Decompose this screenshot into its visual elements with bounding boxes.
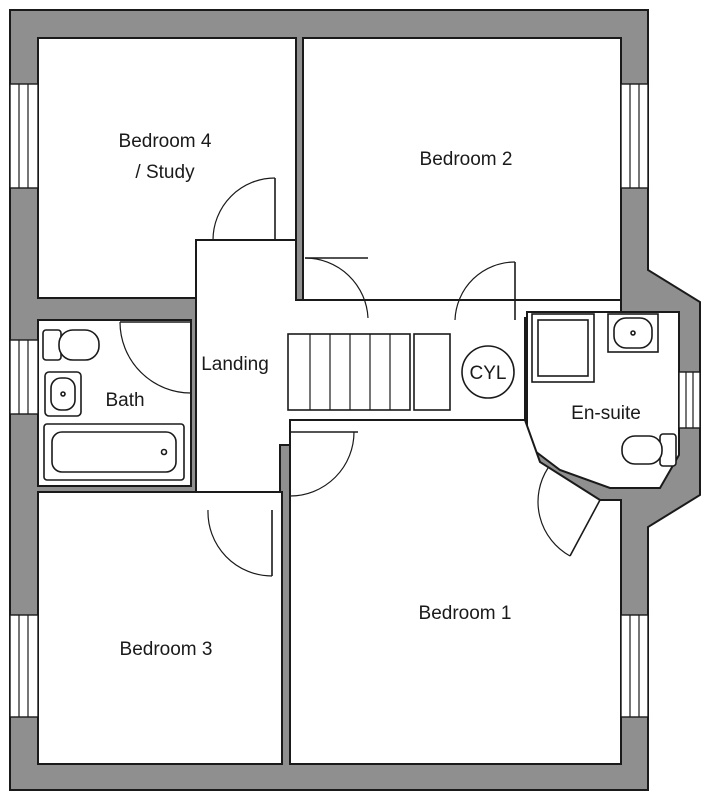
- label-landing: Landing: [201, 354, 269, 375]
- ensuite-shower: [531, 313, 595, 383]
- label-bath: Bath: [105, 390, 144, 411]
- label-bedroom4: Bedroom 4: [119, 131, 212, 152]
- label-ensuite: En-suite: [571, 403, 641, 424]
- window-bedroom4: [9, 83, 39, 189]
- door-ensuite: [537, 467, 601, 557]
- window-ensuite: [678, 371, 701, 429]
- door-bedroom3: [207, 509, 273, 577]
- window-bath: [9, 339, 39, 415]
- door-bedroom2: [304, 257, 369, 319]
- bathtub: [43, 423, 185, 481]
- window-bedroom3: [9, 614, 39, 718]
- label-bedroom1: Bedroom 1: [419, 603, 512, 624]
- bedroom3-floor: [37, 491, 283, 765]
- staircase: [287, 333, 451, 411]
- window-bedroom2: [620, 83, 649, 189]
- bath-basin: [44, 371, 82, 417]
- window-bedroom1: [620, 614, 649, 718]
- door-bedroom1: [289, 431, 358, 497]
- hot-water-cylinder: CYL: [461, 345, 515, 399]
- ensuite-toilet: [621, 433, 677, 467]
- bath-toilet: [42, 329, 100, 361]
- label-bedroom2: Bedroom 2: [420, 149, 513, 170]
- door-bath: [119, 321, 192, 394]
- ensuite-basin: [607, 313, 659, 353]
- label-bedroom3: Bedroom 3: [120, 639, 213, 660]
- cylinder-label: CYL: [470, 363, 507, 384]
- door-cylinder-cupboard: [454, 261, 516, 321]
- label-bedroom4-line2: / Study: [135, 162, 195, 183]
- door-bedroom4: [212, 177, 276, 241]
